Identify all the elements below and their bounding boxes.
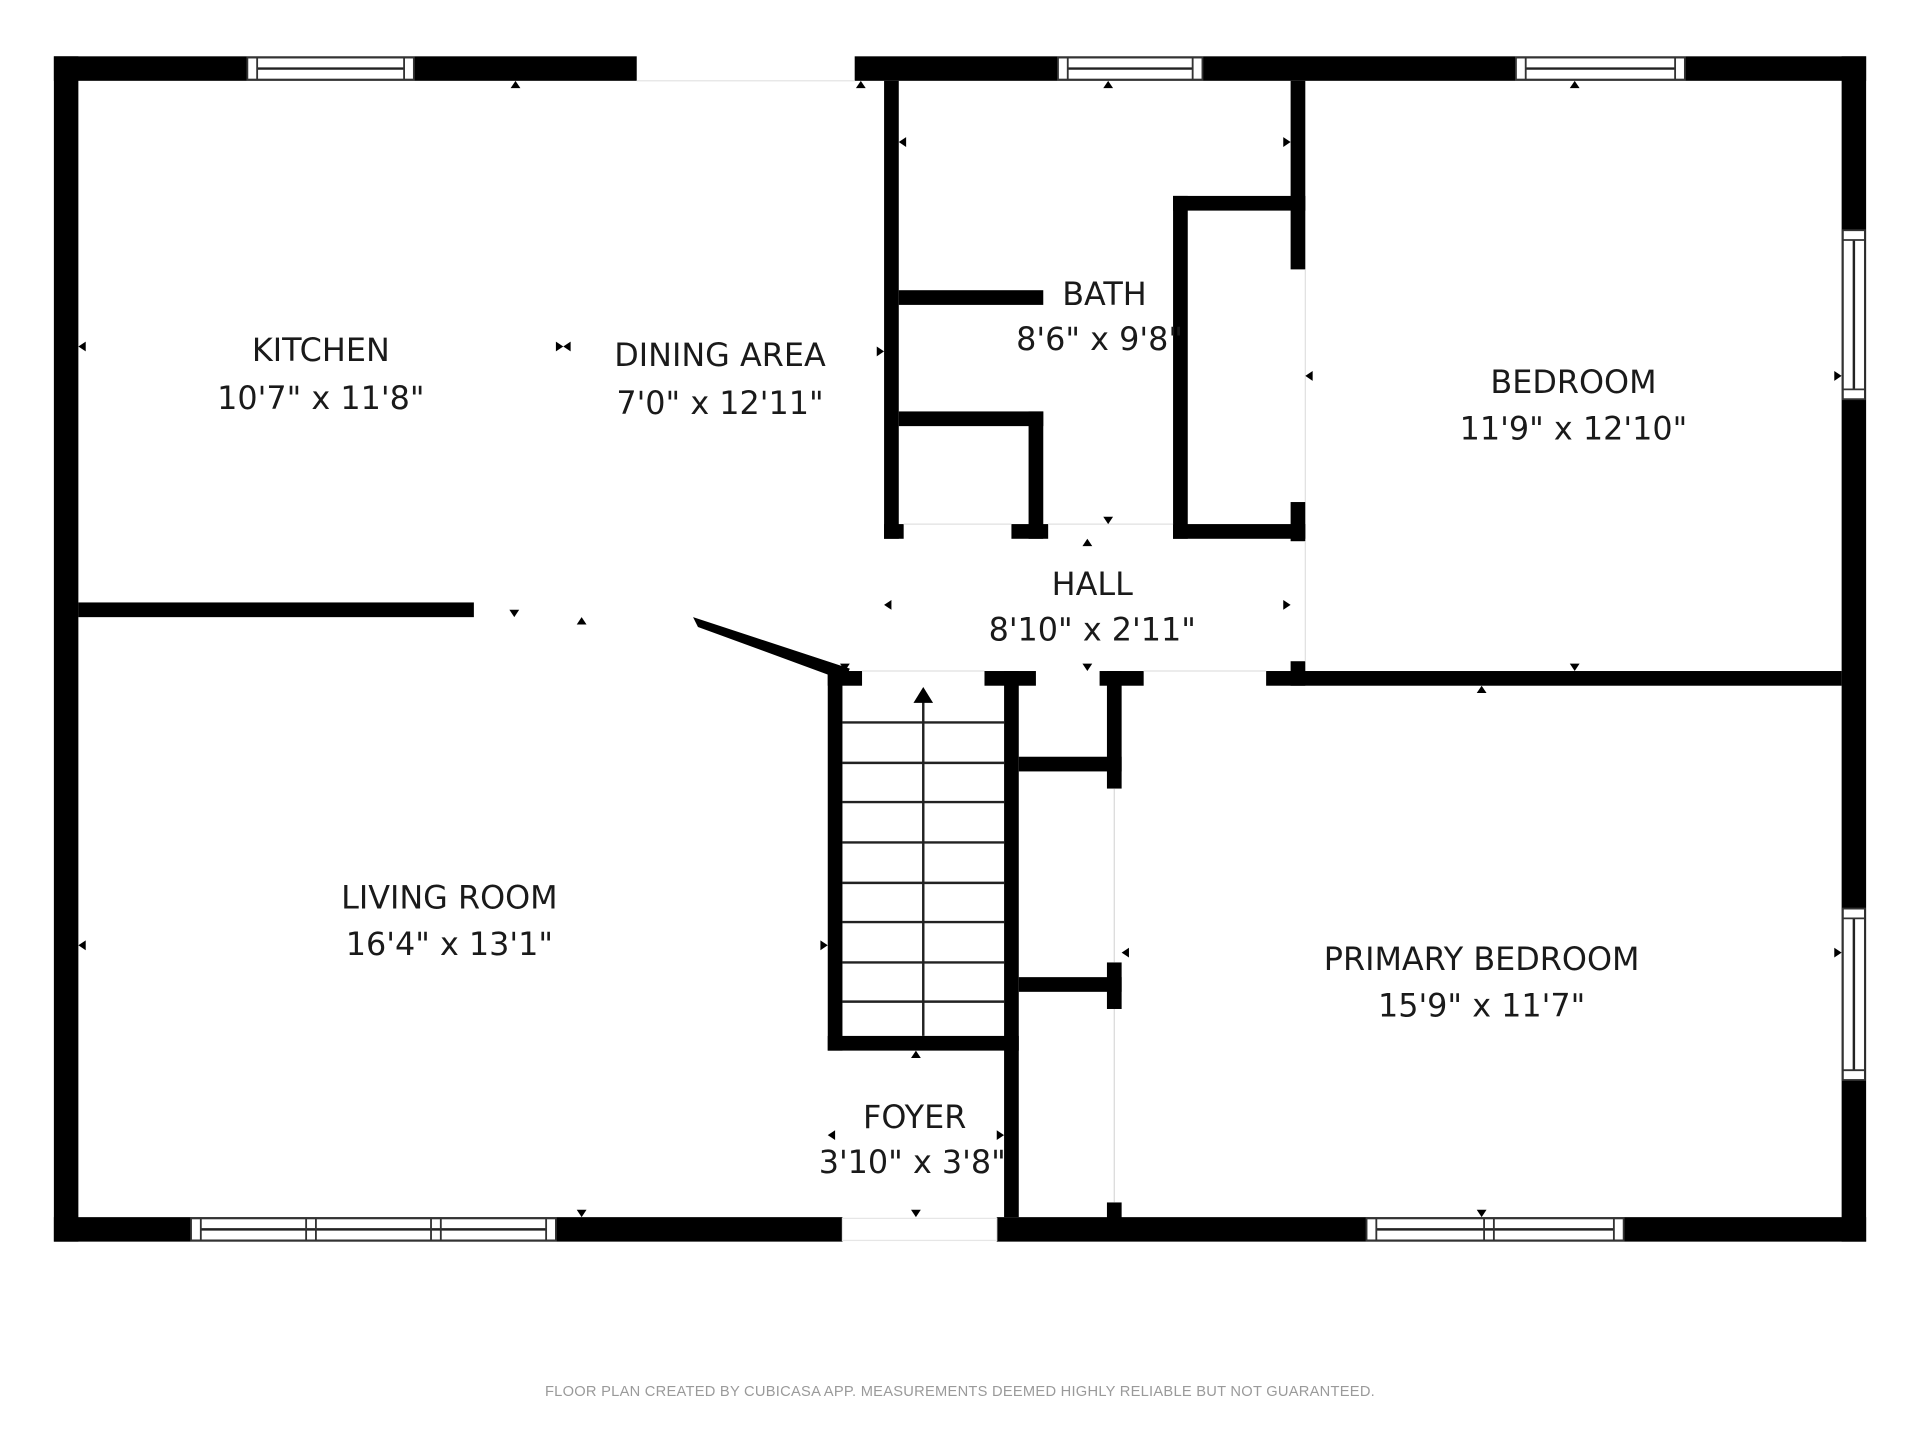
svg-text:HALL: HALL (1052, 565, 1133, 603)
triangle-marker-icon (78, 80, 1842, 1218)
outer-walls (53, 56, 1867, 1242)
room-label-bedroom: BEDROOM 11'9" x 12'10" (1460, 363, 1688, 448)
room-label-hall: HALL 8'10" x 2'11" (989, 565, 1196, 648)
svg-text:BEDROOM: BEDROOM (1490, 363, 1656, 401)
svg-text:KITCHEN: KITCHEN (252, 331, 390, 369)
front-door-opening (841, 1217, 998, 1242)
disclaimer-text: FLOOR PLAN CREATED BY CUBICASA APP. MEAS… (545, 1384, 1375, 1400)
room-label-bath: BATH 8'6" x 9'8" (1016, 275, 1183, 358)
svg-text:3'10" x 3'8": 3'10" x 3'8" (819, 1143, 1006, 1181)
svg-text:BATH: BATH (1062, 275, 1147, 313)
window-icon (190, 56, 1866, 1242)
stairs-up-arrow-icon (913, 686, 934, 703)
svg-text:10'7" x 11'8": 10'7" x 11'8" (217, 379, 424, 417)
svg-text:11'9" x 12'10": 11'9" x 12'10" (1460, 410, 1688, 448)
stairs-icon (842, 686, 1005, 1036)
room-label-living-room: LIVING ROOM 16'4" x 13'1" (341, 879, 558, 964)
room-label-dining-area: DINING AREA 7'0" x 12'11" (614, 336, 826, 422)
svg-text:FOYER: FOYER (863, 1098, 966, 1136)
svg-text:8'6" x 9'8": 8'6" x 9'8" (1016, 320, 1183, 358)
svg-text:LIVING ROOM: LIVING ROOM (341, 879, 558, 917)
svg-text:15'9" x 11'7": 15'9" x 11'7" (1378, 986, 1585, 1024)
svg-text:DINING AREA: DINING AREA (614, 336, 826, 374)
svg-text:8'10" x 2'11": 8'10" x 2'11" (989, 610, 1196, 648)
room-label-primary-bedroom: PRIMARY BEDROOM 15'9" x 11'7" (1324, 940, 1640, 1025)
svg-text:7'0" x 12'11": 7'0" x 12'11" (616, 384, 823, 422)
interior-walls (78, 80, 1842, 1220)
room-label-kitchen: KITCHEN 10'7" x 11'8" (217, 331, 424, 417)
svg-text:PRIMARY BEDROOM: PRIMARY BEDROOM (1324, 940, 1640, 978)
room-label-foyer: FOYER 3'10" x 3'8" (819, 1098, 1006, 1181)
svg-text:16'4" x 13'1": 16'4" x 13'1" (346, 925, 553, 963)
